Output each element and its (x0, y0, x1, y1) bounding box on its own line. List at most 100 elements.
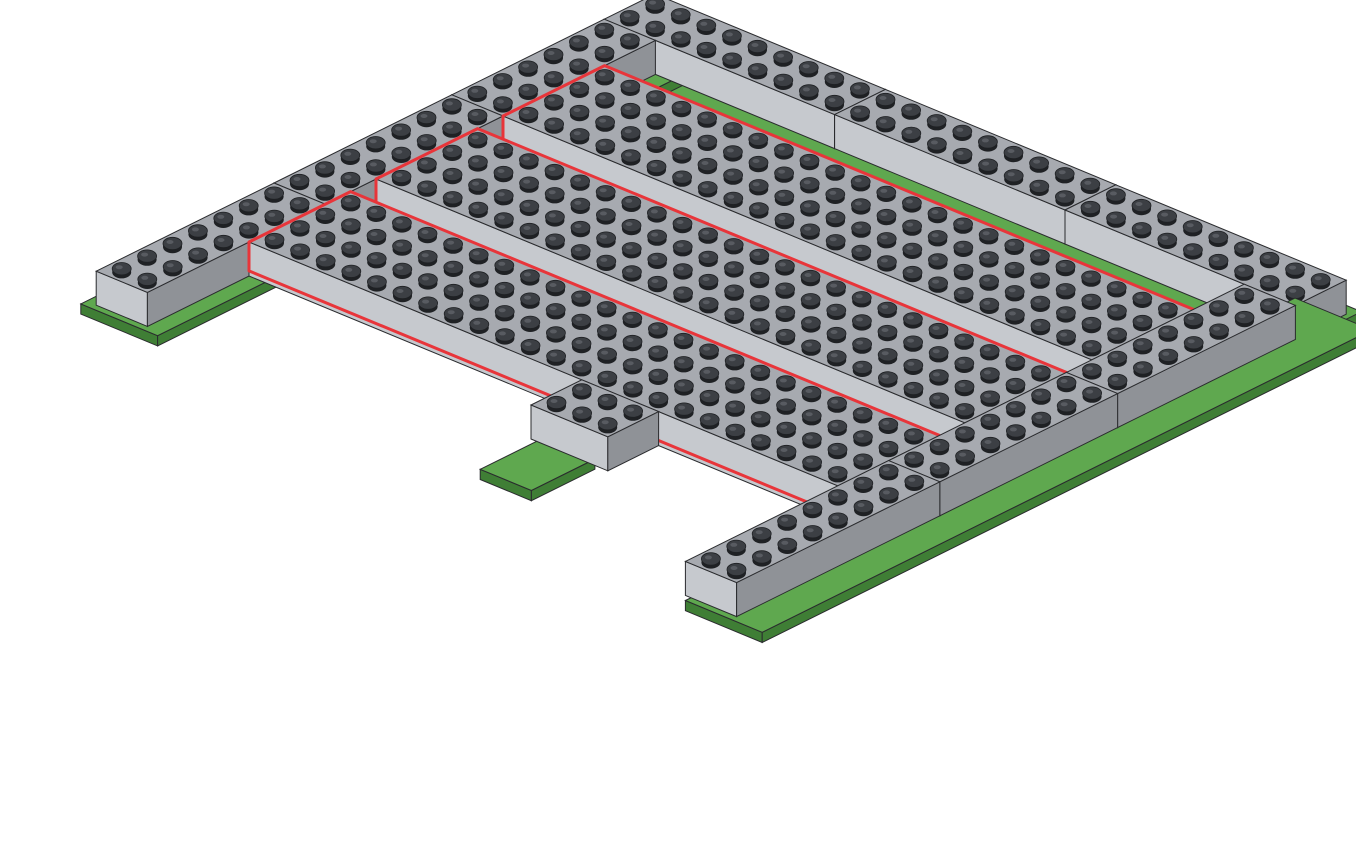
stud (802, 386, 821, 402)
stud (801, 294, 820, 310)
stud (1184, 337, 1203, 353)
stud (572, 361, 591, 377)
stud (927, 115, 946, 131)
stud (852, 315, 871, 331)
stud (595, 46, 614, 62)
stud (572, 291, 591, 307)
stud (697, 42, 716, 58)
stud (290, 221, 309, 237)
stud (928, 254, 947, 270)
stud (904, 359, 923, 375)
stud (521, 339, 540, 355)
stud (1030, 180, 1049, 196)
stud (1159, 349, 1178, 365)
stud (1030, 250, 1049, 266)
stud (520, 223, 539, 239)
stud (622, 243, 641, 259)
stud (674, 287, 693, 303)
stud (851, 176, 870, 192)
stud (878, 325, 897, 341)
stud (495, 329, 514, 345)
stud (1158, 303, 1177, 319)
stud (1055, 168, 1074, 184)
stud (748, 63, 767, 79)
stud (828, 490, 847, 506)
stud (189, 248, 208, 264)
stud (646, 91, 665, 107)
stud (519, 84, 538, 100)
stud (598, 371, 617, 387)
stud (929, 277, 948, 293)
stud (930, 463, 949, 479)
stud (444, 284, 463, 300)
stud (827, 351, 846, 367)
stud (569, 36, 588, 52)
stud (928, 207, 947, 223)
stud (1082, 271, 1101, 287)
stud (316, 185, 335, 201)
stud (723, 53, 742, 69)
stud (701, 553, 720, 569)
stud (418, 227, 437, 243)
stud (903, 243, 922, 259)
stud (749, 133, 768, 149)
stud (545, 211, 564, 227)
stud (367, 276, 386, 292)
stud (367, 206, 386, 222)
stud (751, 435, 770, 451)
stud (749, 180, 768, 196)
stud (418, 181, 437, 197)
stud (1006, 355, 1025, 371)
stud (648, 323, 667, 339)
stud (1107, 305, 1126, 321)
stud (981, 391, 1000, 407)
stud (1081, 178, 1100, 194)
stud (341, 219, 360, 235)
stud (648, 253, 667, 269)
stud (674, 357, 693, 373)
stud (876, 93, 895, 109)
stud (393, 240, 412, 256)
stud (443, 122, 462, 138)
stud (825, 95, 844, 111)
stud (724, 262, 743, 278)
stud (214, 212, 233, 228)
stud (698, 135, 717, 151)
stud (520, 270, 539, 286)
stud (443, 192, 462, 208)
stud (671, 9, 690, 25)
stud (853, 431, 872, 447)
stud (392, 147, 411, 163)
stud (570, 105, 589, 121)
stud (316, 255, 335, 271)
stud (624, 405, 643, 421)
stud (1056, 307, 1075, 323)
stud (1235, 288, 1254, 304)
stud (265, 187, 284, 203)
stud (724, 192, 743, 208)
stud (802, 433, 821, 449)
stud (418, 251, 437, 267)
stud (1031, 296, 1050, 312)
stud (777, 399, 796, 415)
stud (700, 390, 719, 406)
stud (623, 312, 642, 328)
stud (851, 199, 870, 215)
stud (520, 200, 539, 216)
stud (801, 270, 820, 286)
stud (1106, 189, 1125, 205)
stud (698, 158, 717, 174)
stud (1004, 170, 1023, 186)
stud (392, 217, 411, 233)
stud (673, 171, 692, 187)
stud (1005, 262, 1024, 278)
stud (954, 241, 973, 257)
stud (953, 148, 972, 164)
stud (777, 422, 796, 438)
stud (418, 274, 437, 290)
stud (570, 59, 589, 75)
stud (1260, 252, 1279, 268)
stud (469, 179, 488, 195)
stud (852, 245, 871, 261)
stud (290, 174, 309, 190)
